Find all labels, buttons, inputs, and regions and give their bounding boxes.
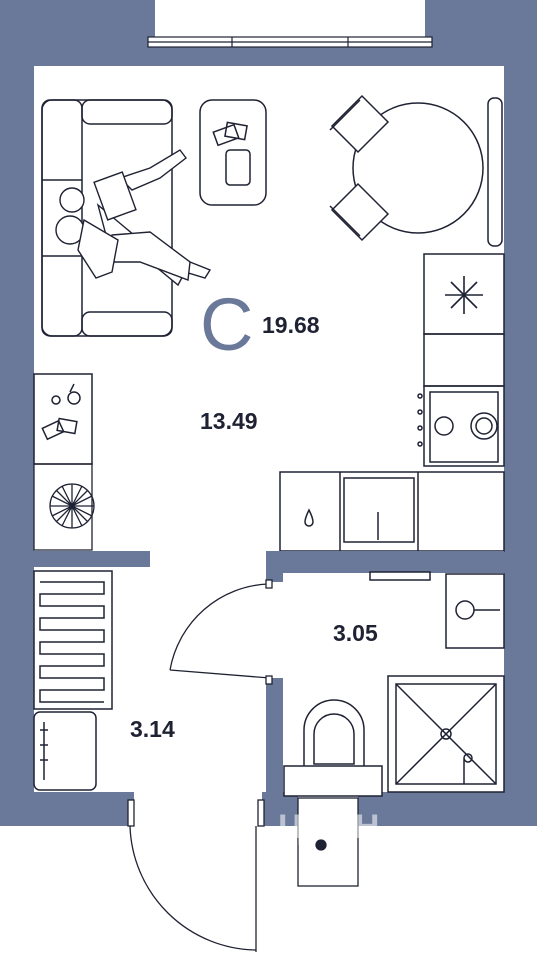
watermark-text: ЦИАН xyxy=(278,808,381,846)
coffee-table-icon xyxy=(199,99,267,206)
chair-icon xyxy=(329,94,503,247)
bathroom-area-label: 3.05 xyxy=(333,620,378,646)
apartment-type-label: С xyxy=(200,283,254,366)
bathroom-sink-icon xyxy=(369,571,505,649)
living-area-label: 13.49 xyxy=(200,408,258,434)
shower-icon xyxy=(387,675,505,793)
dining-table-icon xyxy=(352,102,484,234)
sofa-icon xyxy=(41,99,173,337)
radiator-icon xyxy=(33,570,113,710)
shelf-icon xyxy=(33,373,93,465)
door-icon xyxy=(127,799,265,952)
plant-icon xyxy=(33,463,95,551)
freezer-icon xyxy=(445,276,483,314)
niche-icon xyxy=(297,797,359,887)
window-icon xyxy=(147,36,433,48)
cooktop-icon xyxy=(417,385,505,467)
toilet-icon xyxy=(283,699,383,797)
hallway-area-label: 3.14 xyxy=(130,716,175,742)
washing-machine-icon xyxy=(33,711,97,791)
walls-inner xyxy=(34,551,504,792)
door-icon xyxy=(169,579,273,685)
person-reading-icon xyxy=(55,149,212,287)
total-area-label: 19.68 xyxy=(262,312,320,338)
